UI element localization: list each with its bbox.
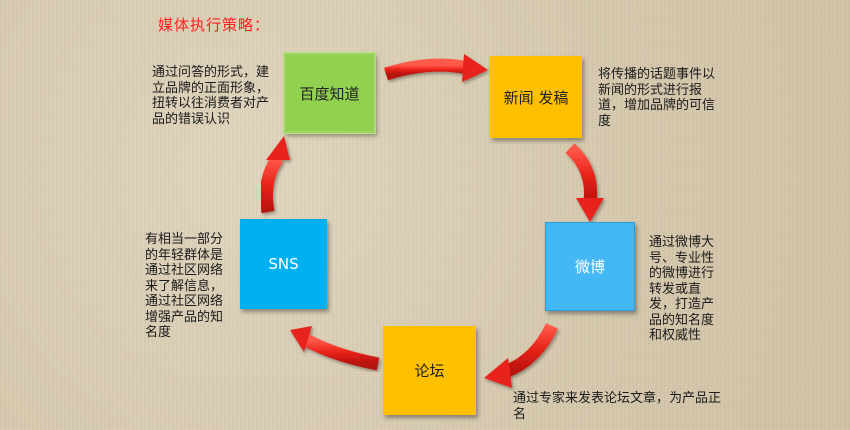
node-sns-label: SNS (268, 255, 299, 273)
desc-sns: 有相当一部分的年轻群体是通过社区网络来了解信息，通过社区网络增强产品的知名度 (145, 232, 224, 340)
arrow-sns-to-baidu (259, 136, 290, 214)
node-weibo: 微博 (545, 222, 635, 311)
arrow-weibo-to-forum (484, 323, 558, 388)
page-title: 媒体执行策略： (158, 16, 271, 34)
node-weibo-label: 微博 (574, 258, 605, 276)
node-news: 新闻 发稿 (490, 56, 582, 138)
node-sns: SNS (240, 219, 327, 309)
desc-weibo: 通过微博大号、专业性的微博进行转发或直发，打造产品的知名度和权威性 (649, 235, 715, 343)
desc-forum: 通过专家来发表论坛文章，为产品正名 (513, 391, 722, 422)
desc-baidu: 通过问答的形式，建立品牌的正面形象，扭转以往消费者对产品的错误认识 (152, 65, 270, 127)
node-baidu: 百度知道 (283, 52, 376, 134)
node-baidu-label: 百度知道 (299, 84, 360, 103)
node-forum-label: 论坛 (414, 362, 445, 380)
node-forum: 论坛 (383, 326, 476, 415)
arrow-baidu-to-news (384, 54, 488, 82)
desc-news: 将传播的话题事件以新闻的形式进行报道，增加品牌的可信度 (598, 67, 716, 129)
arrow-forum-to-sns (290, 326, 380, 371)
node-news-label: 新闻 发稿 (503, 88, 569, 107)
arrow-news-to-weibo (565, 143, 604, 222)
